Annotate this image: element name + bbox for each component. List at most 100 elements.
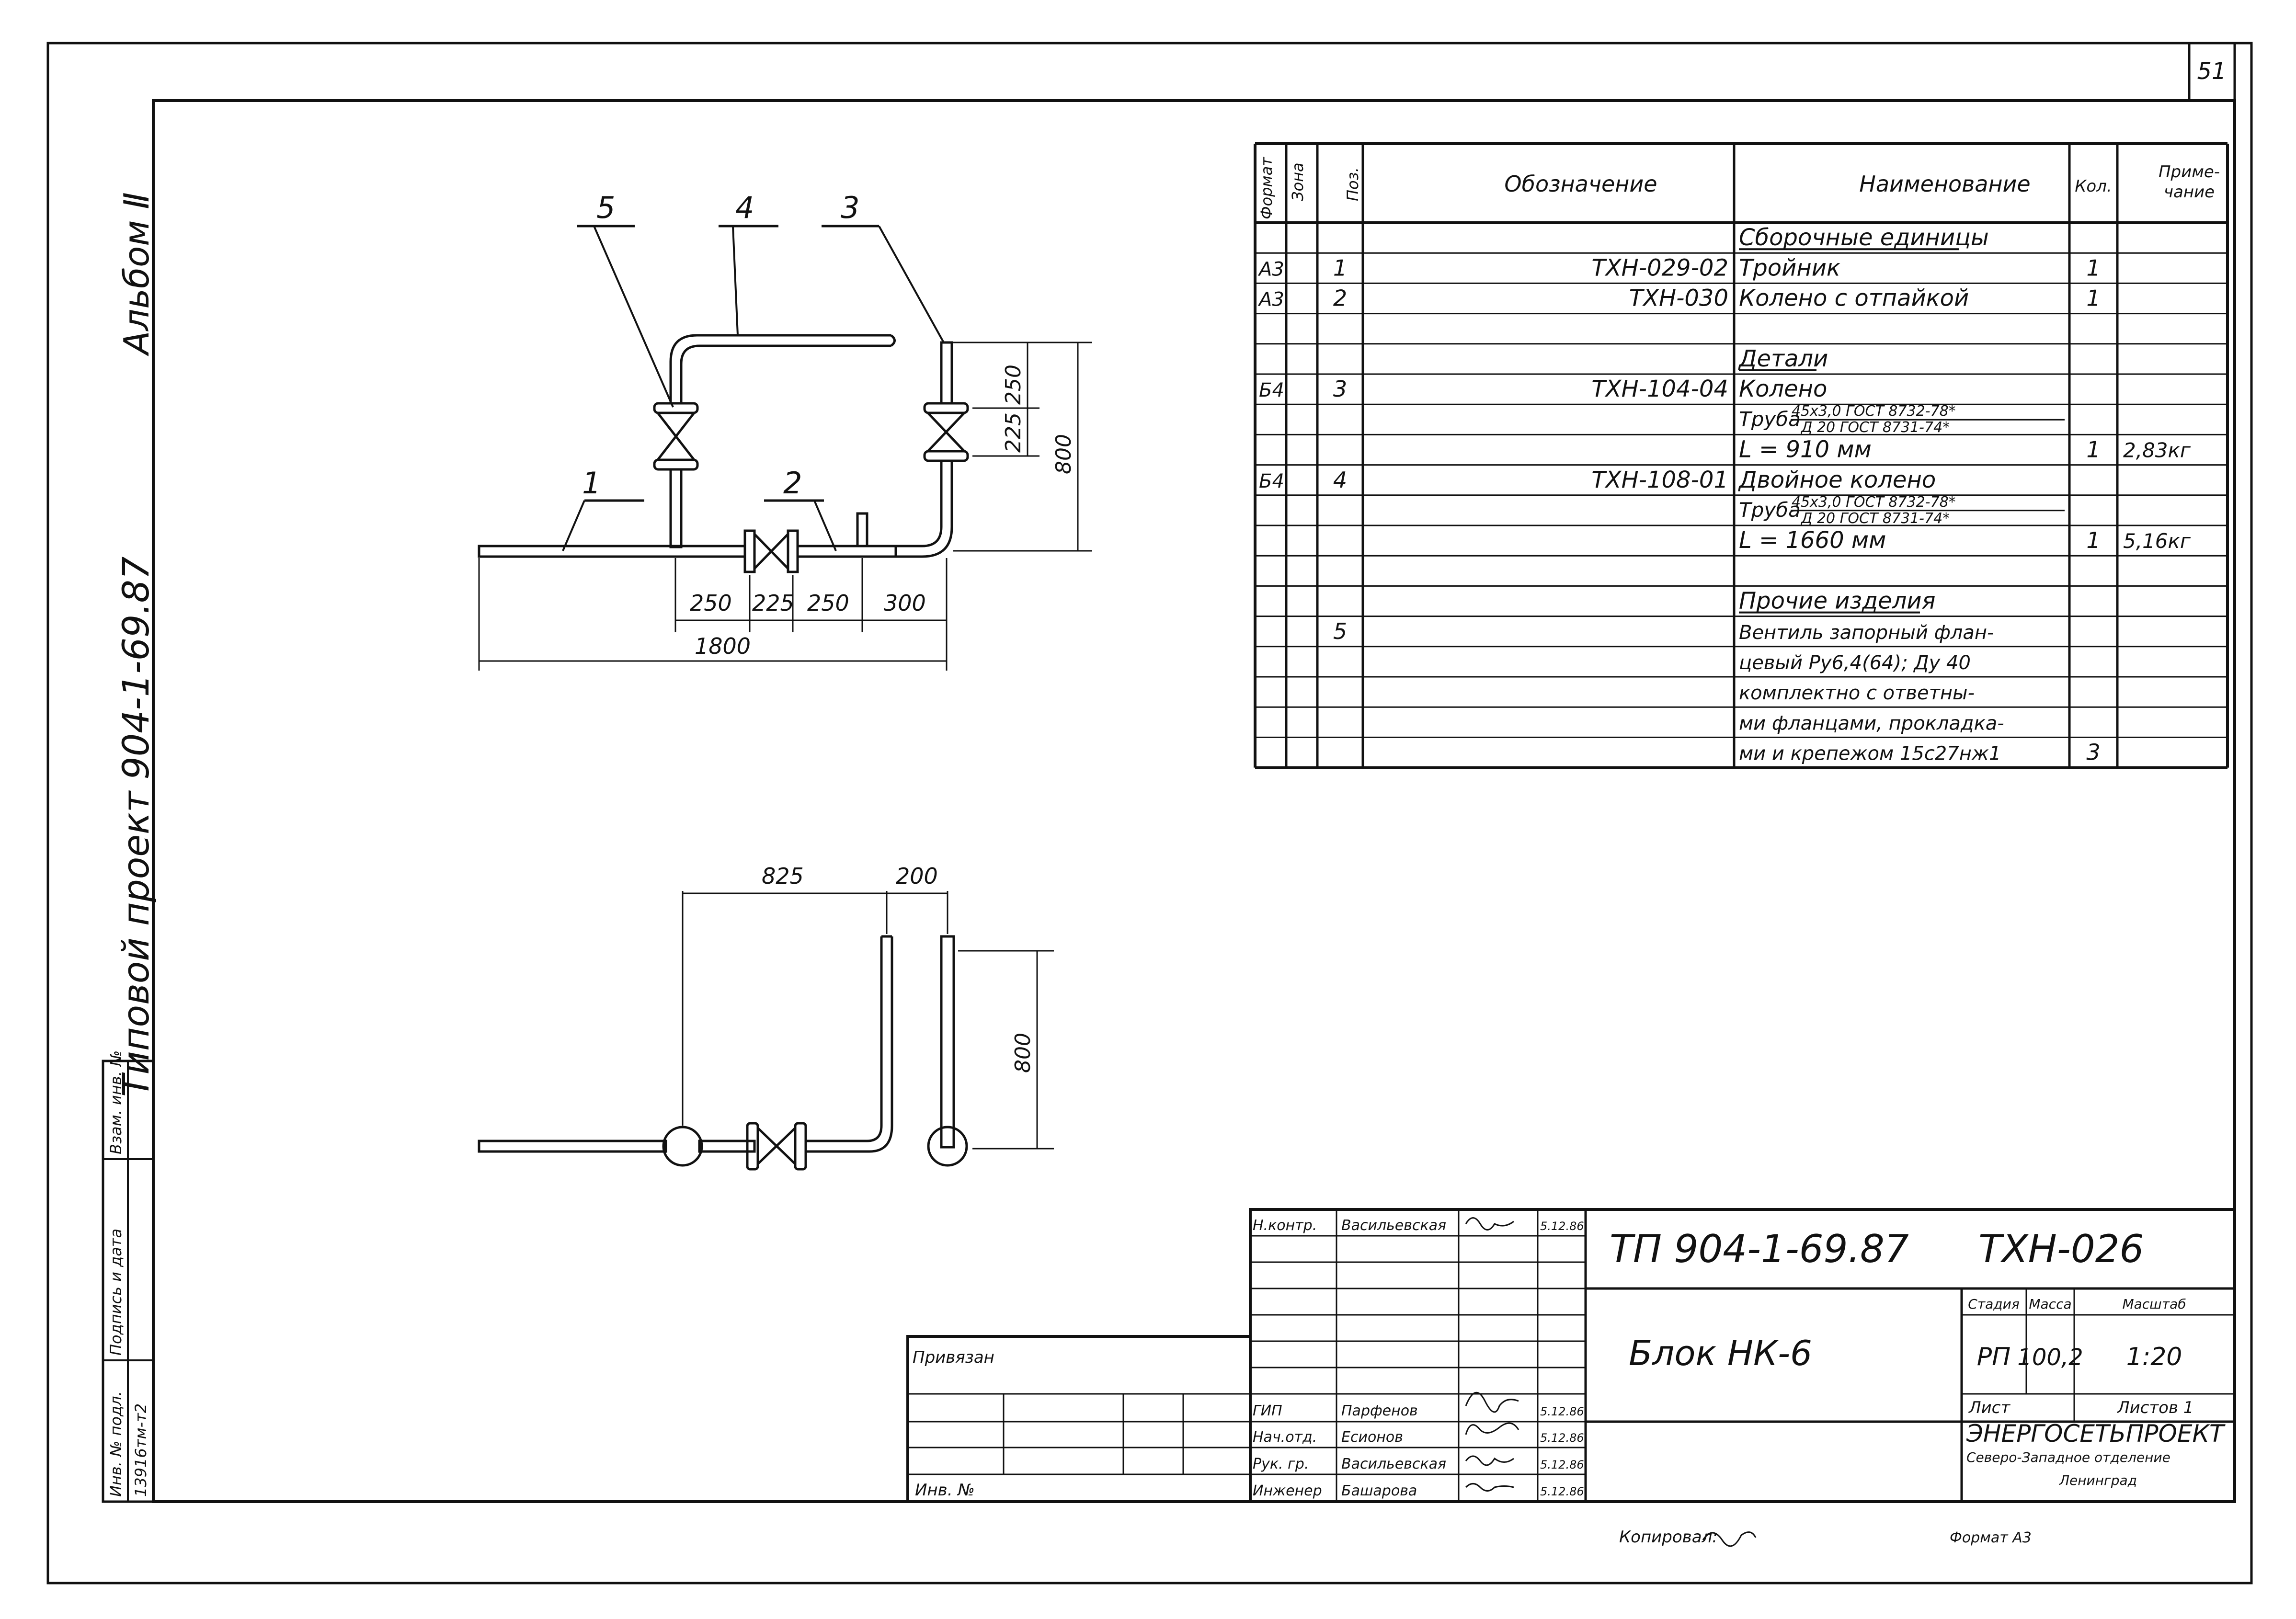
- valve-side: [746, 1122, 807, 1171]
- cell-pos: 1: [1333, 255, 1347, 281]
- dim-250a: 250: [690, 590, 732, 616]
- cell-format: А3: [1257, 289, 1284, 311]
- cell-pipe-label: Труба: [1739, 498, 1801, 522]
- cell-name: L = 1660 мм: [1739, 527, 1886, 554]
- sheet-number: 51: [2197, 58, 2226, 85]
- cell-pos: 5: [1333, 618, 1347, 644]
- cell-name: Прочие изделия: [1739, 588, 1935, 615]
- dim-1800: 1800: [695, 633, 751, 659]
- cell-name: ми фланцами, прокладка-: [1739, 712, 2004, 734]
- signer-name-3: Васильевская: [1341, 1456, 1446, 1472]
- side-stamp-inv-value: 13916тм-т2: [132, 1403, 150, 1497]
- album-label: Альбом Ⅱ: [116, 192, 157, 356]
- cell-qty: 1: [2086, 285, 2100, 311]
- signer-date-4: 5.12.86: [1540, 1485, 1584, 1498]
- cell-pipe-material: Д 20 ГОСТ 8731-74*: [1800, 419, 1950, 436]
- pipe-segment: [478, 545, 746, 558]
- cell-qty: 1: [2086, 255, 2100, 281]
- side-stamp: Взам. инв. № Подпись и дата Инв. № подл.…: [102, 1050, 155, 1503]
- title-name: Блок НК-6: [1629, 1333, 1812, 1373]
- side-view: [478, 891, 1054, 1171]
- cell-name: Сборочные единицы: [1739, 224, 1989, 251]
- cell-name: ми и крепежом 15с27нж1: [1739, 743, 2001, 765]
- valve-right: [923, 402, 969, 462]
- plan-view: [478, 225, 1092, 671]
- signer-name-1: Парфенов: [1341, 1402, 1418, 1419]
- mass-value: 100,2: [2017, 1344, 2083, 1371]
- format-label: Формат А3: [1950, 1529, 2032, 1546]
- cell-name: L = 910 мм: [1739, 436, 1872, 463]
- pipe-segment: [478, 1140, 667, 1153]
- signer-date-3: 5.12.86: [1540, 1458, 1584, 1471]
- cell-name: Тройник: [1739, 254, 1840, 281]
- plan-callouts: 5 4 3 1 2: [582, 190, 859, 501]
- cell-name: Вентиль запорный флан-: [1739, 622, 1994, 644]
- scale-header: Масштаб: [2122, 1296, 2186, 1312]
- branch-stub: [856, 512, 868, 547]
- dim-825: 825: [762, 863, 804, 889]
- signer-date-0: 5.12.86: [1540, 1220, 1584, 1233]
- stage-header: Стадия: [1968, 1296, 2019, 1312]
- title-code: ТП 904-1-69.87: [1610, 1227, 1909, 1271]
- cell-name: комплектно с ответны-: [1739, 682, 1975, 704]
- sheet-label: Лист: [1968, 1398, 2010, 1417]
- cell-pipe-size: 45х3,0 ГОСТ 8732-78*: [1792, 494, 1956, 511]
- cell-pos: 2: [1333, 285, 1347, 311]
- signer-role-1: ГИП: [1253, 1402, 1282, 1419]
- dim-v-225: 225: [1001, 412, 1026, 453]
- callout-4: 4: [735, 190, 754, 225]
- side-stamp-cell-3: Инв. № подл.: [107, 1391, 125, 1497]
- cell-name: Детали: [1738, 345, 1828, 372]
- signer-role-0: Н.контр.: [1253, 1217, 1317, 1234]
- dim-side-800: 800: [1011, 1033, 1035, 1073]
- signer-date-1: 5.12.86: [1540, 1405, 1584, 1418]
- dim-250b: 250: [807, 590, 849, 616]
- cell-pipe-label: Труба: [1739, 407, 1801, 431]
- signer-name-2: Есионов: [1341, 1429, 1403, 1446]
- signer-role-3: Рук. гр.: [1253, 1456, 1309, 1472]
- signer-name-4: Башарова: [1341, 1482, 1417, 1499]
- cell-name: Двойное колено: [1738, 467, 1936, 493]
- valve-left: [653, 402, 699, 471]
- signer-name-0: Васильевская: [1341, 1217, 1446, 1234]
- cell-pos: 4: [1333, 467, 1347, 493]
- outer-frame: [46, 42, 2253, 1585]
- dim-v-800: 800: [1051, 434, 1076, 474]
- header-format: Формат: [1257, 157, 1276, 219]
- cell-qty: 1: [2086, 437, 2100, 463]
- callout-2: 2: [783, 466, 802, 501]
- header-name: Наименование: [1859, 171, 2030, 197]
- elbow-2: [896, 460, 953, 558]
- side-stamp-cell-1: Взам. инв. №: [107, 1050, 125, 1154]
- elbow-side: [806, 936, 893, 1153]
- specification-table: Формат Зона Поз. Обозначение Наименовани…: [1254, 142, 2229, 769]
- title-sheet-code: ТХН-026: [1978, 1227, 2144, 1271]
- cell-qty: 1: [2086, 527, 2100, 553]
- dim-v-250: 250: [1001, 365, 1026, 405]
- pipe-segment: [796, 545, 897, 558]
- dim-225: 225: [752, 590, 794, 616]
- cell-format: Б4: [1259, 470, 1284, 492]
- cell-note: 5,16кг: [2123, 529, 2191, 553]
- sheet-number-box: [2188, 42, 2236, 102]
- pipe-riser: [940, 341, 953, 405]
- pipe-riser: [669, 468, 683, 548]
- callout-5: 5: [596, 190, 615, 225]
- cell-note: 2,83кг: [2123, 439, 2191, 462]
- callout-1: 1: [582, 466, 601, 501]
- callout-3: 3: [841, 190, 859, 225]
- org-sub-2: Ленинград: [2059, 1472, 2137, 1488]
- double-elbow: [669, 334, 891, 403]
- copied-label: Копировал:: [1619, 1528, 1718, 1547]
- cell-name: Колено с отпайкой: [1739, 285, 1969, 312]
- cell-name: цевый Ру6,4(64); Ду 40: [1739, 652, 1971, 674]
- inv-no-label: Инв. №: [915, 1481, 975, 1500]
- plan-dimensions: 250 225 250 300 1800 250 225 800: [690, 365, 1076, 659]
- pipe-riser: [940, 935, 955, 1149]
- spec-headers: Формат Зона Поз. Обозначение Наименовани…: [1257, 157, 2220, 219]
- signer-date-2: 5.12.86: [1540, 1431, 1584, 1445]
- cell-designation: ТХН-108-01: [1591, 467, 1728, 493]
- header-designation: Обозначение: [1504, 171, 1657, 197]
